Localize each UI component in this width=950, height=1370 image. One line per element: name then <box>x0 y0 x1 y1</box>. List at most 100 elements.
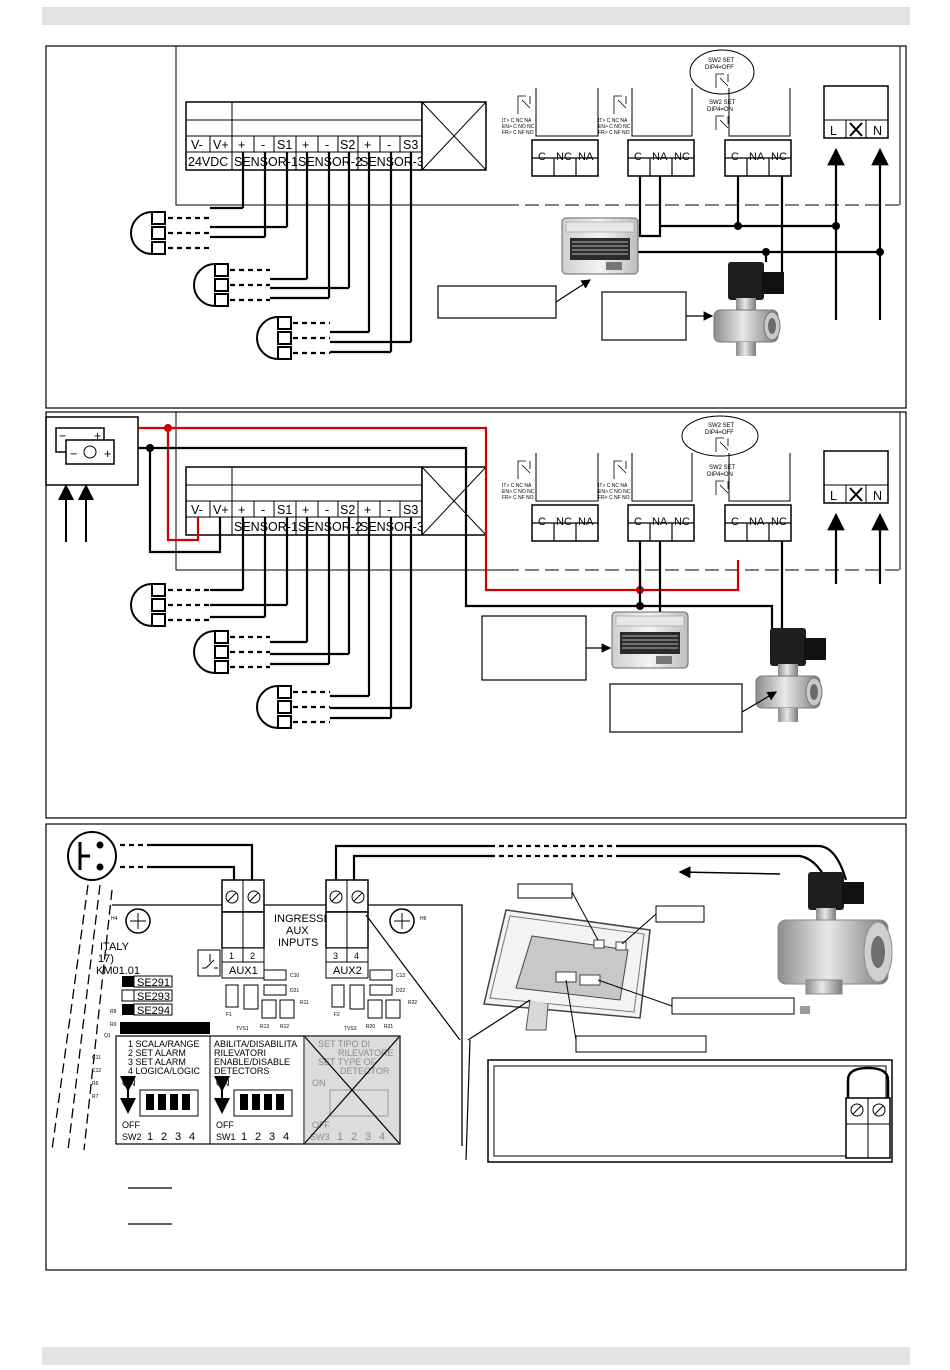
sw3-num-1: 1 <box>337 1131 343 1143</box>
relay1-na: NA <box>578 151 594 163</box>
label-r13: R13 <box>260 1024 269 1030</box>
mains-n: N <box>873 489 882 503</box>
push-button-symbol <box>67 831 117 881</box>
label-tvs1: TVS1 <box>236 1026 249 1032</box>
label-tvs3: TVS3 <box>344 1026 357 1032</box>
label-aux2: AUX2 <box>333 965 362 977</box>
sw3-item-4: DETECTOR <box>340 1066 390 1076</box>
label-r9: R9 <box>110 1022 117 1028</box>
switch-symbol <box>197 949 221 977</box>
gas-detector-1 <box>561 217 639 275</box>
term-s1: S1 <box>277 138 292 152</box>
se-legend: SE291 SE293 SE294 <box>121 975 173 1017</box>
sw1-num-4: 4 <box>283 1131 289 1143</box>
sw2-on-line1: SW2 SET <box>709 100 736 106</box>
term-minus: - <box>261 503 265 517</box>
aux1-t2: 2 <box>250 951 255 961</box>
label-c11: C11 <box>92 1055 101 1061</box>
relay1-row-it: IT> C NC NA <box>502 483 532 489</box>
label-italy: ITALY <box>100 941 130 953</box>
solenoid-valve-1 <box>713 261 785 357</box>
relay1-nc: NC <box>556 516 572 528</box>
label-box-valve-2 <box>609 683 743 733</box>
relay2-na: NA <box>652 151 668 163</box>
relay3-c: C <box>731 516 739 528</box>
pointer-line <box>365 914 461 1041</box>
label-se294: SE294 <box>137 1005 170 1017</box>
battery-minus: − <box>70 447 77 461</box>
sensor-head-3 <box>256 685 292 729</box>
sw1-on: ON <box>216 1078 230 1088</box>
term-vplus: V+ <box>213 138 229 152</box>
label-c13: C13 <box>396 973 405 979</box>
term-plus: + <box>238 503 245 517</box>
label-box-valve-1 <box>601 291 687 341</box>
term-minus: - <box>325 503 329 517</box>
relays-panel-2: C NC NA C NA NC C NA NC IT> C NC NA EN> … <box>502 415 792 542</box>
relay2-row-it: IT> C NC NA <box>598 118 628 124</box>
sensor-head-3 <box>256 316 292 360</box>
relay2-row-fr: FR> C NF NO <box>598 130 630 136</box>
relays-panel-1: C NC NA C NA NC C NA NC IT> C NC NA EN> … <box>502 49 792 177</box>
term-vminus: V- <box>191 138 203 152</box>
terminal-strip-2: V- V+ + - S1 + - S2 + - S3 SENSOR-1 SENS… <box>185 466 487 536</box>
sw1-num-1: 1 <box>241 1131 247 1143</box>
sw2-num-2: 2 <box>161 1131 167 1143</box>
note-box <box>487 1059 893 1163</box>
label-q1: Q1 <box>104 1033 111 1039</box>
sw1-num-2: 2 <box>255 1131 261 1143</box>
term-s2: S2 <box>340 503 355 517</box>
relay2-na: NA <box>652 516 668 528</box>
sensor-head-1 <box>130 211 166 255</box>
label-inputs: INPUTS <box>278 937 318 949</box>
sw2-on: ON <box>122 1078 136 1088</box>
sw2-item-4: 4 LOGICA/LOGIC <box>128 1066 201 1076</box>
label-f1: F1 <box>226 1012 232 1018</box>
mounting-hole-h4 <box>125 908 151 934</box>
relay3-nc: NC <box>771 151 787 163</box>
term-minus: - <box>387 138 391 152</box>
label-se293: SE293 <box>137 991 170 1003</box>
battery-plus: + <box>94 429 101 443</box>
relay3-na: NA <box>749 516 765 528</box>
dip-switch-panel: 1 SCALA/RANGE 2 SET ALARM 3 SET ALARM 4 … <box>115 1035 401 1145</box>
relay1-row-it: IT> C NC NA <box>502 118 532 124</box>
aux1-t1: 1 <box>229 951 234 961</box>
aux2-t4: 4 <box>354 951 359 961</box>
term-s1: S1 <box>277 503 292 517</box>
term-s3: S3 <box>403 503 418 517</box>
relay1-row-fr: FR> C NF NO <box>502 495 534 501</box>
sw3-num-4: 4 <box>379 1131 385 1143</box>
callout-box-1 <box>517 883 573 899</box>
sw2-item-3: 3 SET ALARM <box>128 1057 186 1067</box>
sensor-wiring-1-dashed <box>168 216 330 355</box>
sw2-off-line1: SW2 SET <box>708 423 735 429</box>
sw2-off-line1: SW2 SET <box>708 58 735 64</box>
term-vminus: V- <box>191 503 203 517</box>
relay1-nc: NC <box>556 151 572 163</box>
label-24vdc: 24VDC <box>188 155 228 169</box>
sw2-off-line2: DIP4=OFF <box>705 430 734 436</box>
sw3-item-2: RILEVATORE <box>338 1048 394 1058</box>
sw2-off-line2: DIP4=OFF <box>705 65 734 71</box>
board-components <box>225 969 401 1019</box>
label-r21: R21 <box>384 1024 393 1030</box>
term-minus: - <box>325 138 329 152</box>
label-sw2: SW2 <box>122 1132 142 1142</box>
relay2-nc: NC <box>674 151 690 163</box>
label-r6: R6 <box>92 1081 99 1087</box>
label-ingressi: INGRESSI <box>274 913 327 925</box>
label-code-1: 17) <box>98 953 114 965</box>
label-r11: R11 <box>300 1000 309 1006</box>
relay2-c: C <box>634 151 642 163</box>
label-h6: H6 <box>420 916 427 922</box>
callout-box-3 <box>671 997 795 1015</box>
term-minus: - <box>261 138 265 152</box>
mains-l: L <box>830 489 837 503</box>
relay1-row-fr: FR> C NF NO <box>502 130 534 136</box>
battery-plus: + <box>104 447 111 461</box>
sw3-item-1: SET TIPO DI <box>318 1039 370 1049</box>
bottom-bar <box>42 1347 910 1365</box>
sw3-item-3: SET TYPE OF <box>318 1057 377 1067</box>
aux2-t3: 3 <box>333 951 338 961</box>
